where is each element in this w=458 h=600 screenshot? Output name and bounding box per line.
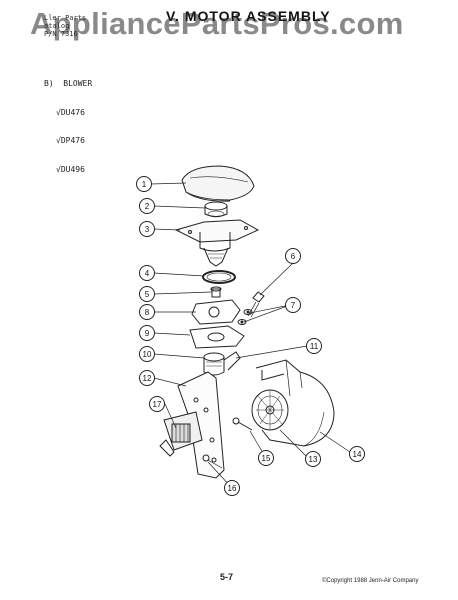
part-gasket: [191, 299, 241, 325]
subsection-label: B) BLOWER: [44, 79, 93, 88]
callout-label-6: 6: [291, 252, 296, 261]
part-cap: [181, 165, 255, 202]
callout-3: [139, 221, 155, 237]
part-bearing: [204, 201, 228, 218]
callout-2: [139, 198, 155, 214]
callout-label-13: 13: [309, 455, 318, 464]
part-seal-plate: [189, 325, 245, 349]
callout-label-2: 2: [145, 202, 150, 211]
part-blower-hub: [203, 351, 241, 376]
part-blower-housing: [255, 359, 335, 447]
callout-13: [305, 451, 321, 467]
callout-14: [349, 446, 365, 462]
callout-15: [258, 450, 274, 466]
callout-5: [139, 286, 155, 302]
callout-label-14: 14: [353, 450, 362, 459]
watermark-logo: AppliancePartsPros.com: [30, 6, 404, 41]
model-name: DU476: [60, 107, 85, 117]
copyright-notice: ©Copyright 1988 Jenn-Air Company: [322, 578, 419, 584]
file-header-line-3: P/N 7316: [44, 30, 78, 38]
callout-6: [285, 248, 301, 264]
part-fan-wheel: [251, 389, 289, 431]
model-name: DU496: [60, 164, 85, 174]
callout-4: [139, 265, 155, 281]
part-mount-screw: [202, 454, 223, 469]
check-mark-icon: √: [56, 164, 61, 174]
model-item: √DU496: [44, 165, 92, 175]
callout-12: [139, 370, 155, 386]
callout-label-17: 17: [153, 400, 162, 409]
callout-9: [139, 325, 155, 341]
file-header-line-1: Ller Parts: [44, 14, 87, 22]
check-mark-icon: √: [56, 107, 61, 117]
model-item: √DU476: [44, 108, 92, 118]
callout-label-16: 16: [228, 484, 237, 493]
callout-label-5: 5: [145, 290, 150, 299]
page-number: 5-7: [220, 572, 234, 582]
callout-label-1: 1: [142, 180, 147, 189]
part-fitting: [210, 286, 222, 298]
callout-label-3: 3: [145, 225, 150, 234]
callout-label-9: 9: [145, 329, 150, 338]
model-name: DP476: [60, 136, 85, 145]
part-housing-screw: [232, 417, 253, 431]
callout-7: [285, 297, 301, 313]
callout-1: [136, 176, 152, 192]
part-screw: [247, 291, 265, 318]
check-mark-icon: √: [56, 136, 61, 145]
callout-10: [139, 346, 155, 362]
part-motor: [159, 411, 203, 457]
section-title: V. MOTOR ASSEMBLY: [166, 8, 331, 24]
callout-17: [149, 396, 165, 412]
part-mounting-plate: [174, 219, 260, 267]
callout-label-8: 8: [145, 308, 150, 317]
part-o-ring: [202, 270, 236, 284]
part-washers: [237, 309, 253, 325]
callout-label-10: 10: [143, 350, 152, 359]
callout-11: [306, 338, 322, 354]
file-header-line-2: atalog: [44, 22, 70, 30]
callout-label-4: 4: [145, 269, 150, 278]
callout-label-7: 7: [291, 301, 296, 310]
callout-16: [224, 480, 240, 496]
model-item: √DP476: [44, 136, 92, 146]
model-list: B) BLOWER √DU476 √DP476 √DU496: [44, 60, 92, 184]
callout-label-15: 15: [262, 454, 271, 463]
callout-label-11: 11: [310, 342, 319, 351]
callout-label-12: 12: [143, 374, 152, 383]
callout-8: [139, 304, 155, 320]
